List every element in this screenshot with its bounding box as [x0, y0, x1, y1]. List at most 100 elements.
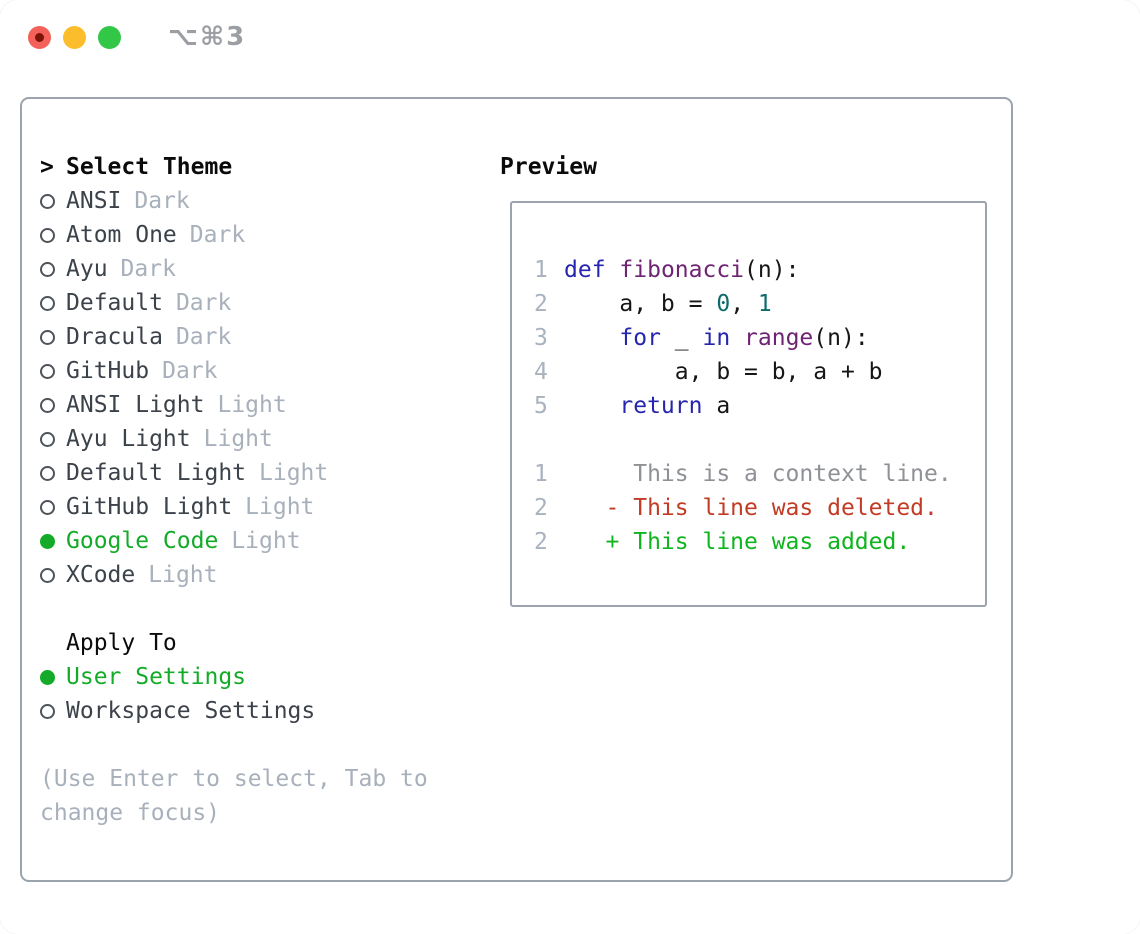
- code-token: (n):: [744, 257, 800, 283]
- theme-variant-tag: Dark: [175, 290, 232, 316]
- theme-variant-tag: Light: [231, 528, 301, 554]
- radio-icon: [40, 703, 55, 719]
- code-token: in: [702, 325, 731, 351]
- theme-list-header: > Select Theme: [40, 150, 492, 184]
- code-token: return: [619, 393, 703, 419]
- radio-icon: [40, 295, 55, 311]
- code-line: 4 a, b = b, a + b: [534, 355, 985, 389]
- radio-selected-icon: [40, 669, 55, 685]
- line-number: 3: [534, 325, 548, 351]
- theme-option-ansi[interactable]: ANSI Dark: [40, 184, 492, 218]
- code-line: 3 for _ in range(n):: [534, 321, 985, 355]
- unsaved-dot-icon: [35, 33, 44, 42]
- theme-variant-tag: Light: [217, 392, 287, 418]
- theme-name: GitHub: [66, 358, 150, 384]
- theme-name: ANSI Light: [66, 392, 205, 418]
- apply-to-title: Apply To: [66, 630, 177, 656]
- radio-marker: [40, 567, 66, 583]
- line-number: 2: [534, 529, 548, 555]
- radio-marker: [40, 499, 66, 515]
- code-token: This is a context line.: [564, 461, 952, 487]
- titlebar: ⌥⌘3: [28, 22, 247, 52]
- cursor-icon: >: [40, 154, 54, 180]
- hint-text: (Use Enter to select, Tab to change focu…: [40, 766, 428, 826]
- theme-variant-tag: Dark: [134, 188, 190, 214]
- radio-marker: [40, 261, 66, 277]
- code-token: ,: [730, 291, 758, 317]
- radio-marker: [40, 703, 66, 719]
- theme-variant-tag: Light: [148, 562, 218, 588]
- radio-marker: [40, 363, 66, 379]
- theme-option-dracula[interactable]: Dracula Dark: [40, 320, 492, 354]
- radio-icon: [40, 363, 55, 379]
- blank-line: [534, 423, 985, 457]
- theme-variant-tag: Light: [259, 460, 329, 486]
- radio-marker: [40, 193, 66, 209]
- window-title: ⌥⌘3: [168, 22, 247, 52]
- line-number: 5: [534, 393, 548, 419]
- line-number: 1: [534, 257, 548, 283]
- code-token: - This line was deleted.: [564, 495, 938, 521]
- theme-list-title: Select Theme: [66, 154, 233, 180]
- code-token: range: [744, 325, 814, 351]
- theme-name: ANSI: [66, 188, 122, 214]
- radio-marker: [40, 533, 66, 549]
- theme-variant-tag: Light: [245, 494, 315, 520]
- cursor-marker: >: [40, 154, 66, 180]
- radio-marker: [40, 465, 66, 481]
- theme-name: Atom One: [66, 222, 177, 248]
- radio-marker: [40, 431, 66, 447]
- radio-icon: [40, 193, 55, 209]
- theme-option-ansi-light[interactable]: ANSI Light Light: [40, 388, 492, 422]
- radio-marker: [40, 227, 66, 243]
- radio-icon: [40, 499, 55, 515]
- radio-marker: [40, 329, 66, 345]
- theme-name: Ayu: [66, 256, 108, 282]
- radio-icon: [40, 465, 55, 481]
- code-line: 5 return a: [534, 389, 985, 423]
- apply-option-label: Workspace Settings: [66, 698, 316, 724]
- code-token: [564, 325, 619, 351]
- code-token: 0: [716, 291, 731, 317]
- theme-variant-tag: Dark: [175, 324, 232, 350]
- line-number: 1: [534, 461, 548, 487]
- code-token: [606, 257, 620, 283]
- minimize-button[interactable]: [63, 26, 86, 49]
- close-button[interactable]: [28, 26, 51, 49]
- theme-option-default[interactable]: Default Dark: [40, 286, 492, 320]
- code-token: a, b = b, a + b: [564, 359, 883, 385]
- apply-to-header: Apply To: [40, 626, 492, 660]
- apply-option-user-settings[interactable]: User Settings: [40, 660, 492, 694]
- radio-icon: [40, 227, 55, 243]
- radio-icon: [40, 329, 55, 345]
- code-token: a: [702, 393, 731, 419]
- code-token: [730, 325, 744, 351]
- line-number: 4: [534, 359, 548, 385]
- code-token: for: [619, 325, 661, 351]
- code-token: 1: [757, 291, 772, 317]
- radio-selected-icon: [40, 533, 55, 549]
- theme-name: Default: [66, 290, 163, 316]
- code-token: def: [564, 257, 606, 283]
- line-number: 2: [534, 495, 548, 521]
- maximize-button[interactable]: [98, 26, 121, 49]
- theme-name: Dracula: [66, 324, 163, 350]
- apply-option-workspace-settings[interactable]: Workspace Settings: [40, 694, 492, 728]
- radio-icon: [40, 261, 55, 277]
- theme-name: Ayu Light: [66, 426, 191, 452]
